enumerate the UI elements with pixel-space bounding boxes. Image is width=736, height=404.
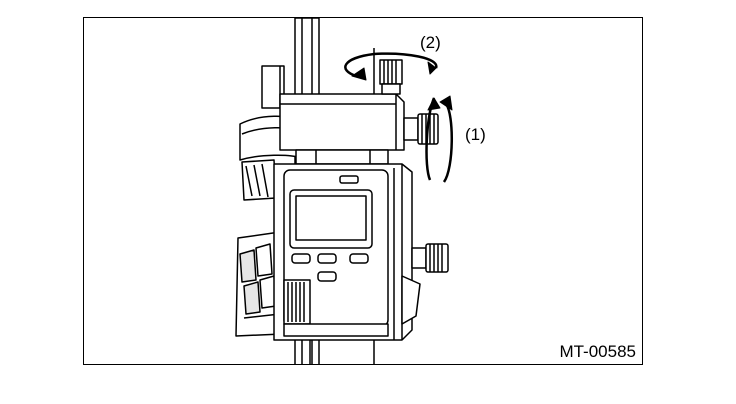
rotation-arrows [344, 52, 453, 183]
callout-1: (1) [465, 125, 486, 144]
figure-code: MT-00585 [559, 342, 636, 361]
upper-clamp-block [279, 93, 405, 165]
top-adjusting-knob [373, 48, 403, 95]
lower-clamp-knob [411, 243, 449, 273]
gauge-body [273, 163, 421, 364]
dial-gauge-illustration [235, 18, 453, 364]
callout-2: (2) [420, 33, 441, 52]
figure-frame: (2) (1) MT-00585 [83, 17, 643, 365]
side-adjusting-knob [403, 113, 439, 145]
